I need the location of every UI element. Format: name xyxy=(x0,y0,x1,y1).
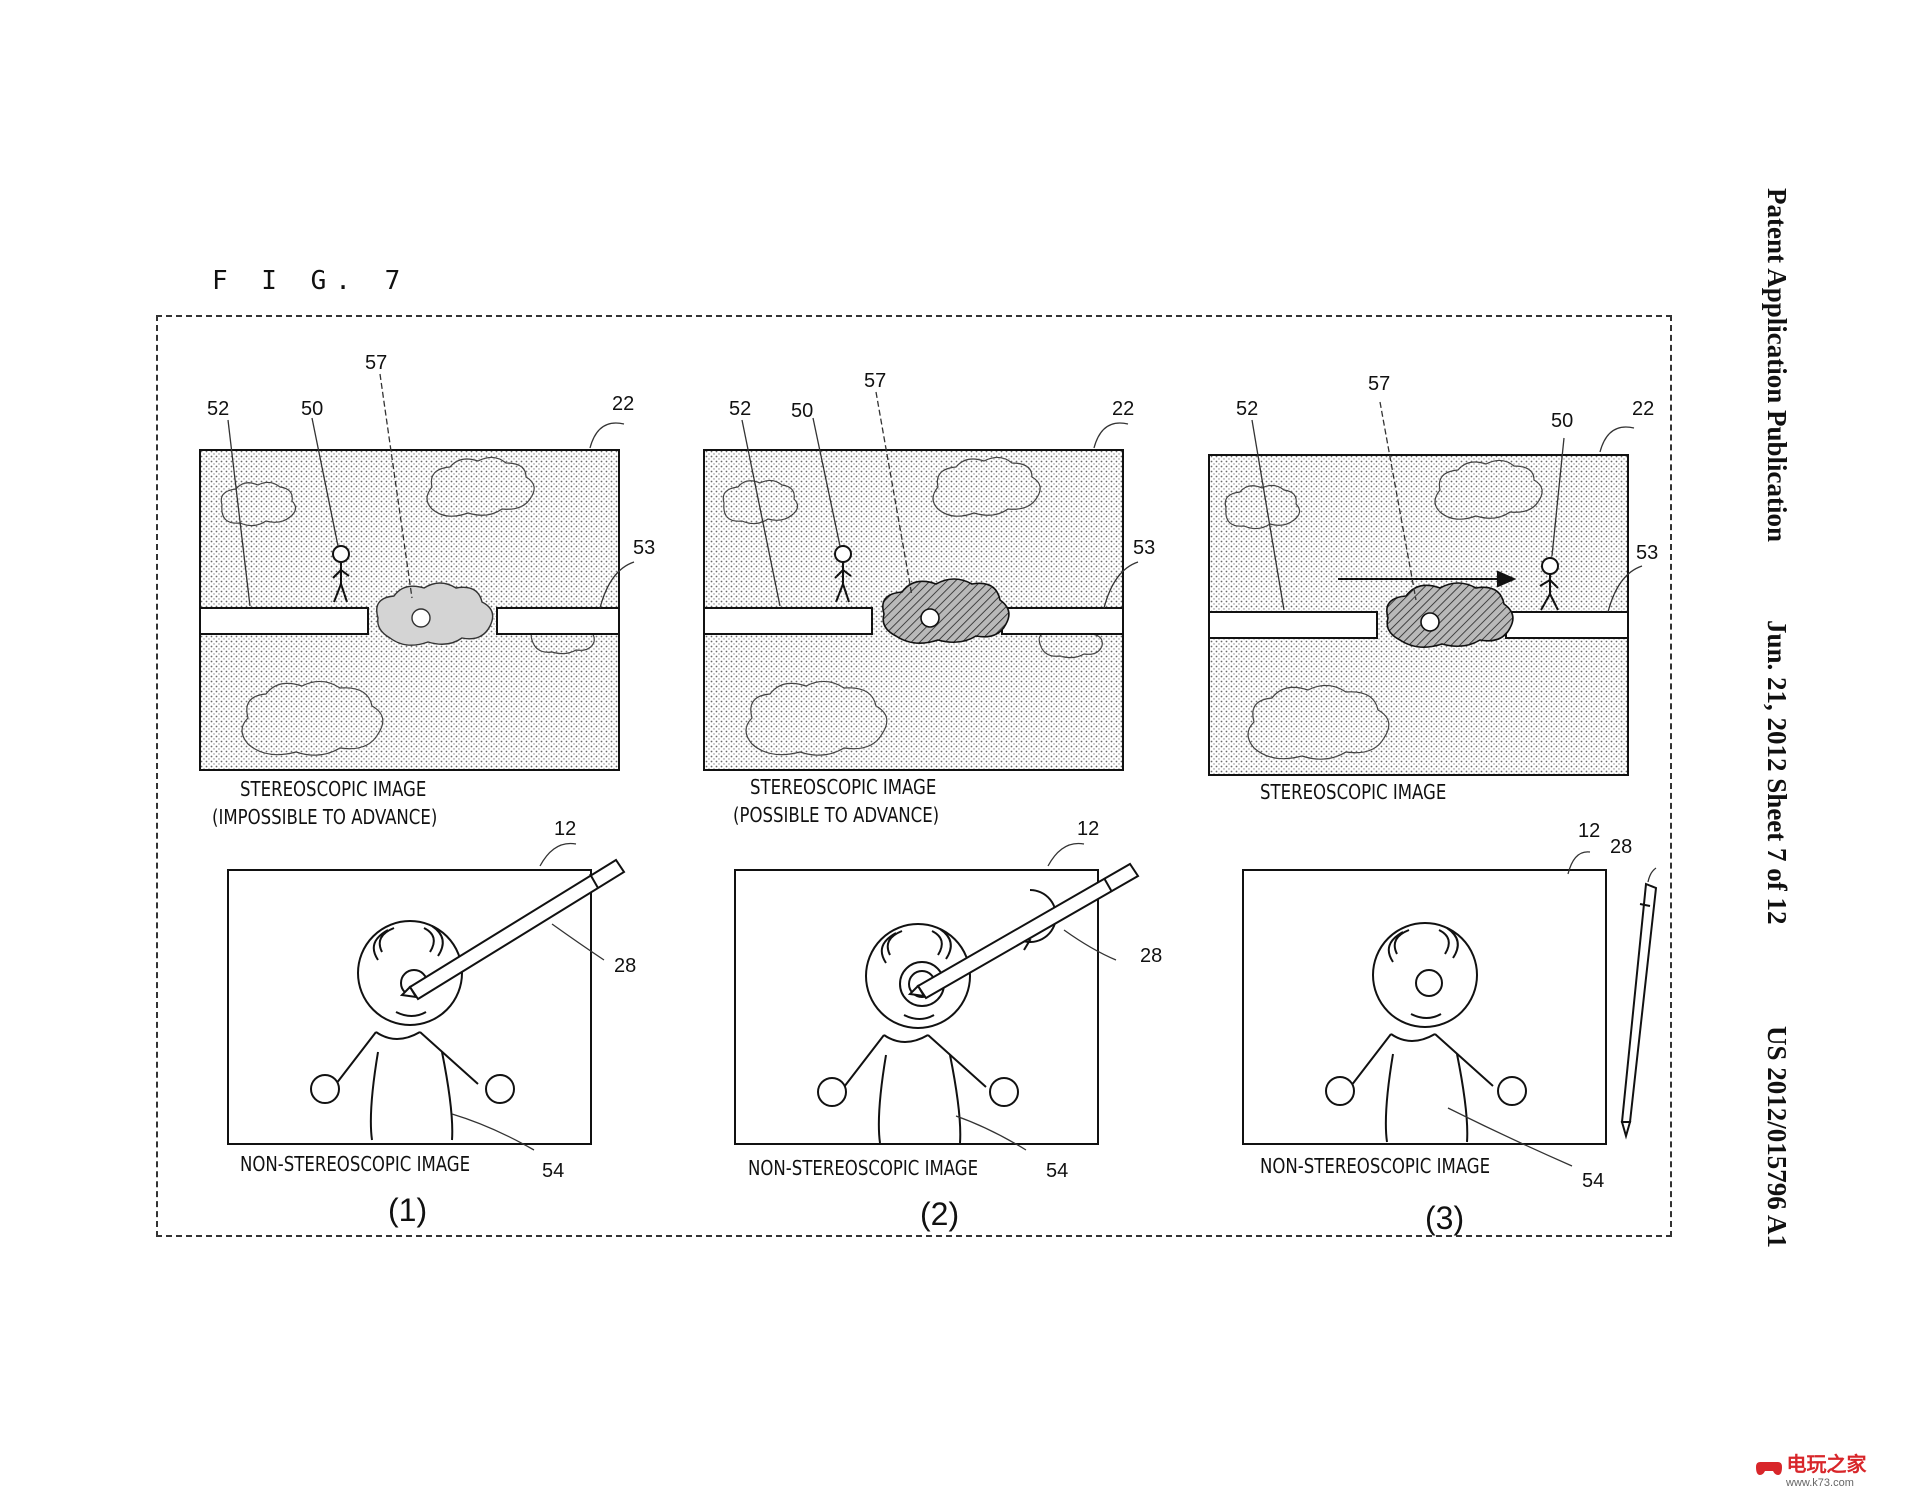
ref-54-3: 54 xyxy=(1582,1170,1605,1192)
platform-53-3 xyxy=(1505,611,1629,639)
leader-57-2 xyxy=(875,391,913,597)
ref-12-3: 12 xyxy=(1578,820,1601,842)
ref-54-2: 54 xyxy=(1046,1160,1069,1182)
panel-number-1: (1) xyxy=(388,1192,428,1228)
ref-53-1: 53 xyxy=(633,537,656,559)
leader-28-1 xyxy=(551,923,605,961)
panel-3 xyxy=(1208,401,1658,1167)
panel-1 xyxy=(199,373,635,1151)
character-54-3 xyxy=(1325,922,1527,1143)
ref-50-3: 50 xyxy=(1551,410,1574,432)
watermark-url: www.k73.com xyxy=(1786,1477,1854,1489)
leader-28-2 xyxy=(1063,929,1117,961)
ref-12-2: 12 xyxy=(1077,818,1100,840)
ref-50-1: 50 xyxy=(301,398,324,420)
leader-57-1 xyxy=(379,373,413,599)
leader-22-3 xyxy=(1599,426,1635,453)
leader-50-2 xyxy=(812,417,841,547)
leader-53-2 xyxy=(1103,561,1139,609)
stereo-caption-2: STEREOSCOPIC IMAGE xyxy=(750,775,937,799)
stereo-caption-1: STEREOSCOPIC IMAGE xyxy=(240,777,427,801)
background-clouds-3 xyxy=(1224,459,1543,760)
nonstereo-caption-3: NON-STEREOSCOPIC IMAGE xyxy=(1260,1154,1491,1178)
nonstereo-caption-1: NON-STEREOSCOPIC IMAGE xyxy=(240,1152,471,1176)
ref-52-2: 52 xyxy=(729,398,752,420)
stylus-28-3 xyxy=(1620,882,1658,1140)
gamepad-icon xyxy=(1756,1461,1782,1475)
ref-28-2: 28 xyxy=(1140,945,1163,967)
ref-53-3: 53 xyxy=(1636,542,1659,564)
leader-12-2 xyxy=(1047,842,1085,867)
leader-22-2 xyxy=(1093,422,1129,449)
leader-57-3 xyxy=(1379,401,1417,601)
ref-57-1: 57 xyxy=(365,352,388,374)
platform-52-1 xyxy=(199,607,369,635)
watermark-brand: 电玩之家 xyxy=(1786,1454,1867,1476)
character-54-2 xyxy=(817,923,1019,1144)
leader-12-1 xyxy=(539,842,577,867)
ref-53-2: 53 xyxy=(1133,537,1156,559)
ref-57-3: 57 xyxy=(1368,373,1391,395)
stylus-28-2 xyxy=(907,862,1140,1000)
leader-52-1 xyxy=(227,419,251,607)
stereo-subcaption-1: (IMPOSSIBLE TO ADVANCE) xyxy=(212,805,438,829)
platform-52-3 xyxy=(1208,611,1378,639)
platform-52-2 xyxy=(703,607,873,635)
ref-22-1: 22 xyxy=(612,393,635,415)
leader-54-3 xyxy=(1447,1107,1573,1167)
leader-22-1 xyxy=(589,422,625,449)
leader-53-3 xyxy=(1607,565,1643,613)
stereo-subcaption-2: (POSSIBLE TO ADVANCE) xyxy=(733,803,940,827)
character-50-1 xyxy=(332,545,350,603)
ref-52-1: 52 xyxy=(207,398,230,420)
stylus-28-1 xyxy=(399,858,626,1001)
panel-number-2: (2) xyxy=(920,1196,960,1232)
platform-53-2 xyxy=(1001,607,1124,635)
character-50-3 xyxy=(1539,557,1559,611)
nonstereo-caption-2: NON-STEREOSCOPIC IMAGE xyxy=(748,1156,979,1180)
cloud-57-2 xyxy=(882,578,1010,644)
panel-2 xyxy=(703,391,1140,1151)
figure-frame xyxy=(156,315,1672,1237)
ref-12-1: 12 xyxy=(554,818,577,840)
leader-52-2 xyxy=(741,419,781,607)
ref-28-1: 28 xyxy=(614,955,637,977)
character-54-1 xyxy=(310,920,515,1141)
leader-50-1 xyxy=(311,417,339,547)
leader-28-3 xyxy=(1647,867,1657,883)
character-50-2 xyxy=(834,545,852,603)
movement-arrow-3 xyxy=(1338,570,1517,588)
leader-52-3 xyxy=(1251,419,1285,611)
ref-28-3: 28 xyxy=(1610,836,1633,858)
ref-52-3: 52 xyxy=(1236,398,1259,420)
platform-53-1 xyxy=(496,607,620,635)
stereo-caption-3: STEREOSCOPIC IMAGE xyxy=(1260,780,1447,804)
ref-57-2: 57 xyxy=(864,370,887,392)
ref-50-2: 50 xyxy=(791,400,814,422)
ref-54-1: 54 xyxy=(542,1160,565,1182)
leader-54-2 xyxy=(955,1115,1027,1151)
ref-22-2: 22 xyxy=(1112,398,1135,420)
background-clouds-2 xyxy=(722,456,1103,756)
cloud-57-3 xyxy=(1386,582,1514,648)
leader-54-1 xyxy=(451,1113,535,1151)
figure-title: F I G. 7 xyxy=(212,266,410,296)
ref-22-3: 22 xyxy=(1632,398,1655,420)
watermark: 电玩之家 www.k73.com xyxy=(1756,1448,1866,1489)
leader-50-3 xyxy=(1551,437,1565,557)
leader-12-3 xyxy=(1567,851,1591,875)
panel-number-3: (3) xyxy=(1425,1200,1465,1236)
cloud-57-1 xyxy=(376,582,494,646)
leader-53-1 xyxy=(599,561,635,609)
